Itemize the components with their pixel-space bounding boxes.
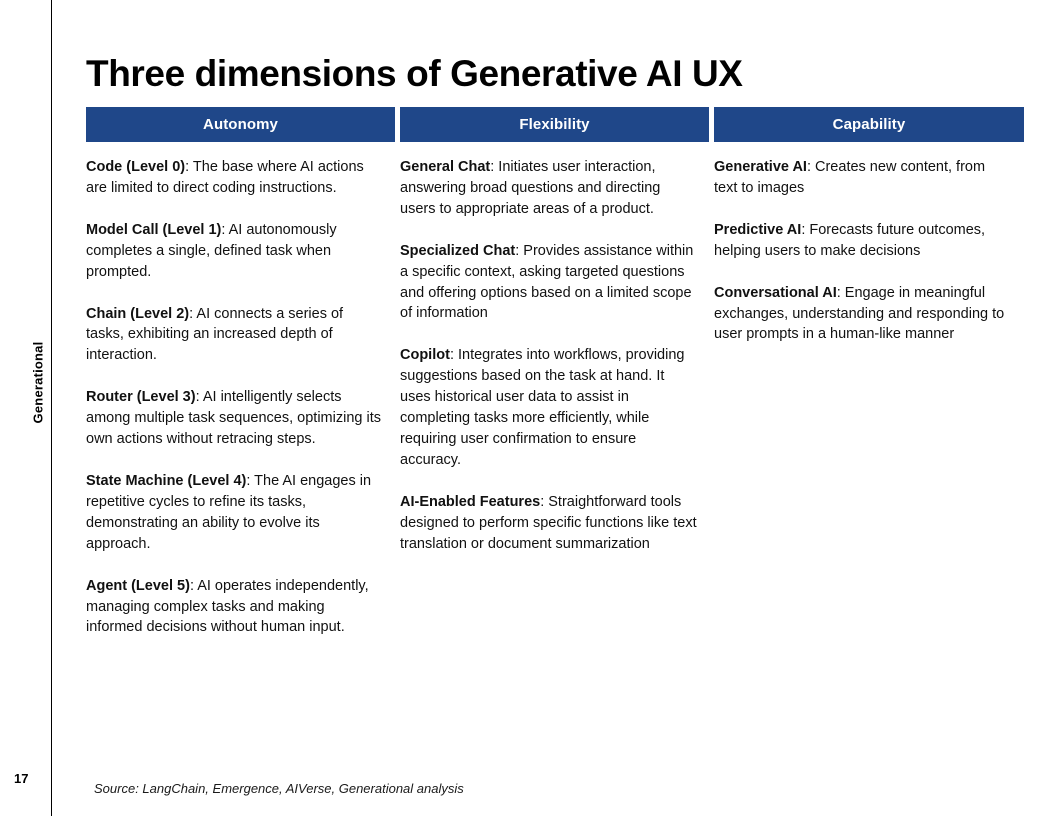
entry-text: : Integrates into workflows, providing s… — [400, 347, 685, 468]
entry-term: AI-Enabled Features — [400, 493, 541, 510]
list-item: Model Call (Level 1): AI autonomously co… — [86, 220, 383, 283]
column-body-flexibility: General Chat: Initiates user interaction… — [400, 157, 709, 638]
entry-text: : AI intelligently selects among multipl… — [86, 389, 381, 448]
entry-term: Specialized Chat — [400, 242, 516, 259]
list-item: Generative AI: Creates new content, from… — [714, 157, 1012, 199]
column-body-autonomy: Code (Level 0): The base where AI action… — [86, 157, 395, 638]
column-header-capability: Capability — [714, 107, 1024, 142]
source-note: Source: LangChain, Emergence, AIVerse, G… — [94, 781, 464, 796]
entry-text: : The AI engages in repetitive cycles to… — [86, 472, 372, 552]
entry-text: : Straightforward tools designed to perf… — [400, 493, 697, 552]
entry-text: : Forecasts future outcomes, helping use… — [714, 221, 986, 259]
entry-text: : Creates new content, from text to imag… — [714, 159, 986, 196]
column-header-label: Capability — [832, 116, 906, 133]
entry-text: : Engage in meaningful exchanges, unders… — [714, 284, 1005, 343]
list-item: AI-Enabled Features: Straightforward too… — [400, 492, 697, 555]
entry-text: : The base where AI actions are limited … — [86, 159, 364, 196]
entry-term: Predictive AI — [714, 221, 802, 238]
column-body-capability: Generative AI: Creates new content, from… — [714, 157, 1024, 638]
entry-term: Router (Level 3) — [86, 389, 196, 406]
column-header-label: Autonomy — [203, 116, 278, 133]
column-header-autonomy: Autonomy — [86, 107, 395, 142]
list-item: Predictive AI: Forecasts future outcomes… — [714, 220, 1012, 262]
list-item: Chain (Level 2): AI connects a series of… — [86, 304, 383, 367]
entry-term: Chain (Level 2) — [86, 305, 190, 322]
list-item: Code (Level 0): The base where AI action… — [86, 157, 383, 199]
entry-text: : Provides assistance within a specific … — [400, 242, 694, 322]
entry-text: : AI connects a series of tasks, exhibit… — [86, 305, 344, 364]
rail-brand-label: Generational — [30, 341, 46, 424]
table-header-row: Autonomy Flexibility Capability — [86, 107, 1024, 142]
list-item: Router (Level 3): AI intelligently selec… — [86, 387, 383, 450]
entry-term: State Machine (Level 4) — [86, 472, 247, 489]
entry-term: Agent (Level 5) — [86, 577, 190, 594]
list-item: Copilot: Integrates into workflows, prov… — [400, 345, 697, 470]
page-title: Three dimensions of Generative AI UX — [86, 52, 743, 94]
entry-text: : AI autonomously completes a single, de… — [86, 221, 337, 280]
entry-term: Code (Level 0) — [86, 159, 186, 175]
entry-term: Model Call (Level 1) — [86, 221, 222, 238]
list-item: Specialized Chat: Provides assistance wi… — [400, 241, 697, 325]
left-rail-divider — [51, 0, 52, 816]
list-item: State Machine (Level 4): The AI engages … — [86, 471, 383, 555]
list-item: Agent (Level 5): AI operates independent… — [86, 576, 383, 639]
entry-term: Conversational AI — [714, 284, 837, 301]
entry-text: : Initiates user interaction, answering … — [400, 159, 661, 217]
column-header-flexibility: Flexibility — [400, 107, 709, 142]
entry-term: General Chat — [400, 159, 491, 175]
entry-term: Copilot — [400, 347, 450, 364]
table-body-row: Code (Level 0): The base where AI action… — [86, 157, 1019, 638]
entry-term: Generative AI — [714, 159, 807, 175]
list-item: Conversational AI: Engage in meaningful … — [714, 283, 1012, 346]
entry-text: : AI operates independently, managing co… — [86, 577, 369, 636]
three-dimensions-table: Autonomy Flexibility Capability Code (Le… — [86, 107, 1024, 638]
list-item: General Chat: Initiates user interaction… — [400, 157, 697, 220]
page-number: 17 — [14, 771, 29, 786]
column-header-label: Flexibility — [519, 116, 590, 133]
